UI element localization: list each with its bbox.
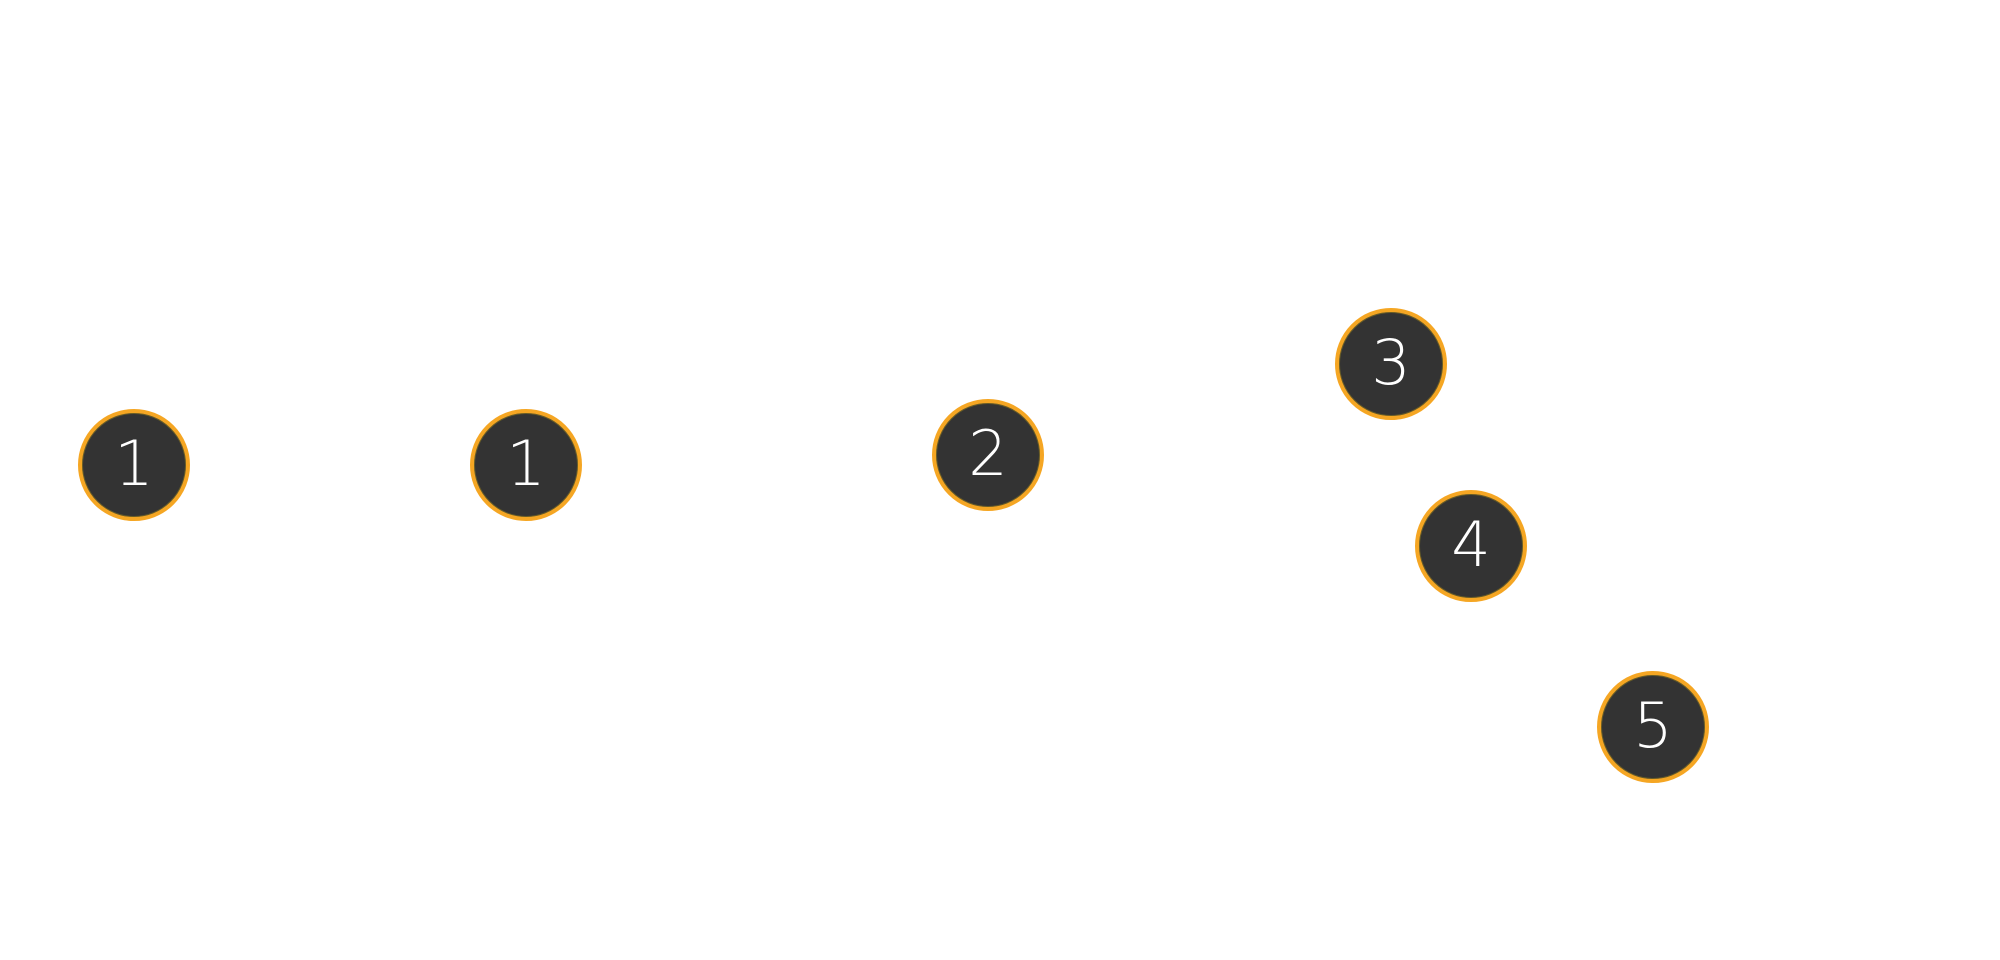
step-marker-label: 1 [506, 427, 546, 500]
step-marker-1b[interactable]: 1 [470, 409, 582, 521]
step-marker-1a[interactable]: 1 [78, 409, 190, 521]
step-marker-label: 3 [1371, 326, 1411, 399]
step-marker-label: 1 [114, 427, 154, 500]
step-marker-4[interactable]: 4 [1415, 490, 1527, 602]
step-marker-2[interactable]: 2 [932, 399, 1044, 511]
step-marker-3[interactable]: 3 [1335, 308, 1447, 420]
step-marker-5[interactable]: 5 [1597, 671, 1709, 783]
step-marker-label: 2 [968, 417, 1008, 490]
step-marker-label: 5 [1633, 689, 1673, 762]
step-marker-label: 4 [1451, 508, 1491, 581]
